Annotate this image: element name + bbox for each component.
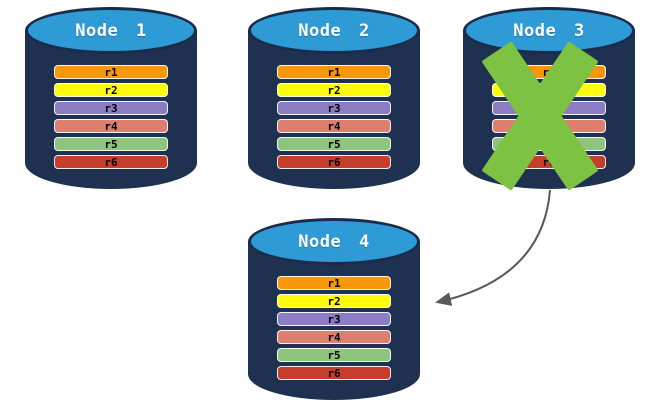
- arrow-path: [435, 189, 551, 306]
- row-r4: r4: [54, 119, 168, 133]
- row-r2: r2: [54, 83, 168, 97]
- node-4-cylinder-top: [248, 218, 420, 265]
- row-r2: r2: [277, 83, 391, 97]
- node-2-title: Node 2: [298, 20, 370, 41]
- row-r6: r6: [277, 155, 391, 169]
- row-r1: r1: [54, 65, 168, 79]
- row-r4: r4: [277, 119, 391, 133]
- row-r5: r5: [277, 348, 391, 362]
- node-2-rows: r1 r2 r3 r4 r5 r6: [277, 65, 391, 173]
- node-2-cylinder: Node 2 r1 r2 r3 r4 r5 r6: [248, 7, 420, 189]
- row-r3: r3: [54, 101, 168, 115]
- node-1-title: Node 1: [75, 20, 147, 41]
- node-3-cylinder: Node 3 r1 r2 r3 r4 r5 r6: [463, 7, 635, 191]
- node-4-rows: r1 r2 r3 r4 r5 r6: [277, 276, 391, 384]
- node-1-cylinder: Node 1 r1 r2 r3 r4 r5 r6: [25, 7, 197, 189]
- node-1-cylinder-top: [25, 7, 197, 54]
- row-r6: r6: [277, 366, 391, 380]
- node-3-cylinder-top: [463, 7, 635, 54]
- row-r3: r3: [277, 101, 391, 115]
- node-3-title: Node 3: [513, 20, 585, 41]
- node-4-title: Node 4: [298, 231, 370, 252]
- row-r2: r2: [277, 294, 391, 308]
- row-r3: r3: [277, 312, 391, 326]
- node-1-rows: r1 r2 r3 r4 r5 r6: [54, 65, 168, 173]
- row-r1: r1: [277, 65, 391, 79]
- row-r6: r6: [54, 155, 168, 169]
- row-r5: r5: [277, 137, 391, 151]
- row-r5: r5: [54, 137, 168, 151]
- row-r1: r1: [277, 276, 391, 290]
- node-2-cylinder-top: [248, 7, 420, 54]
- row-r4: r4: [277, 330, 391, 344]
- node-4-cylinder: Node 4 r1 r2 r3 r4 r5 r6: [248, 218, 420, 400]
